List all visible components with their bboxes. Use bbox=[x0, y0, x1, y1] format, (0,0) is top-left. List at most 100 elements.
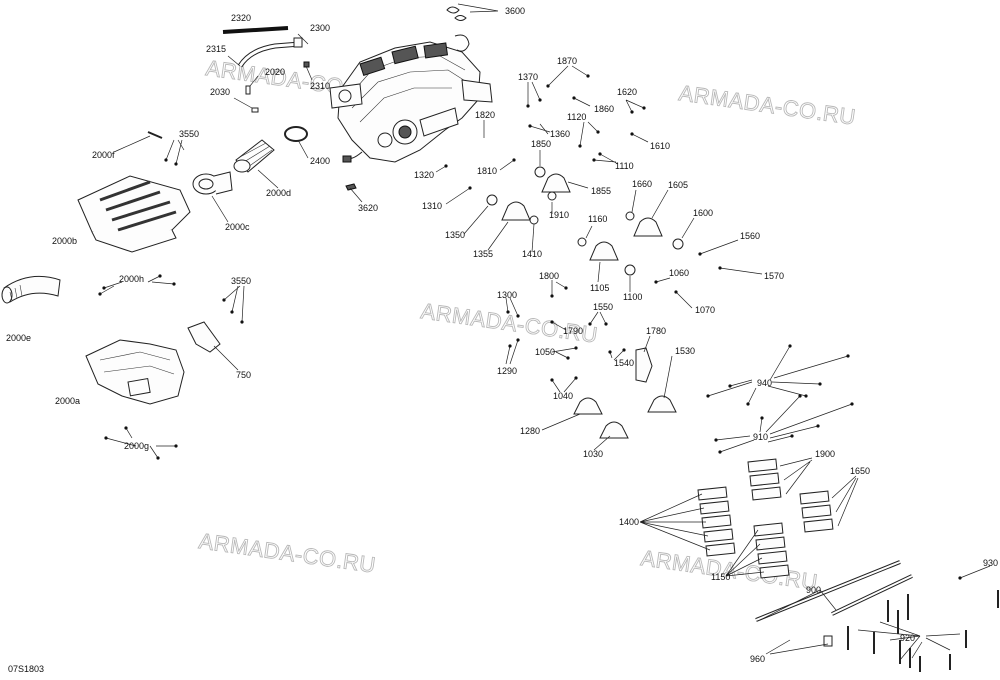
callout-1400: 1400 bbox=[619, 517, 639, 527]
part-1350-bushing bbox=[486, 194, 498, 206]
callout-1370: 1370 bbox=[518, 72, 538, 82]
callout-2030: 2030 bbox=[210, 87, 230, 97]
part-2000a-plenum bbox=[85, 339, 185, 405]
callout-2300: 2300 bbox=[310, 23, 330, 33]
part-1280-mount bbox=[573, 397, 603, 415]
part-1410-bushing bbox=[529, 215, 539, 225]
callout-1540: 1540 bbox=[614, 358, 634, 368]
part-2000c-throttle bbox=[192, 171, 233, 195]
part-1160-bushing bbox=[577, 237, 587, 247]
part-2320-strip bbox=[222, 26, 289, 34]
callout-2320: 2320 bbox=[231, 13, 251, 23]
watermark-2: ARMADA-CO.RU bbox=[677, 80, 857, 130]
part-2300-fitting bbox=[293, 37, 303, 48]
callout-1810: 1810 bbox=[477, 166, 497, 176]
part-1600-bushing bbox=[672, 238, 684, 250]
watermark-3: ARMADA-CO.RU bbox=[419, 298, 599, 348]
part-1030-mount bbox=[599, 421, 629, 439]
part-1855-mount bbox=[541, 173, 571, 193]
fastener-dots bbox=[98, 74, 962, 580]
callout-1150: 1150 bbox=[711, 572, 730, 582]
part-750-bracket bbox=[187, 321, 221, 353]
callout-960: 960 bbox=[750, 654, 765, 664]
part-1105-mount bbox=[589, 241, 619, 261]
callout-2000f: 2000f bbox=[92, 150, 115, 160]
callout-1900: 1900 bbox=[815, 449, 835, 459]
part-2000d-boot bbox=[233, 139, 275, 173]
callout-1570: 1570 bbox=[764, 271, 784, 281]
callout-2000b: 2000b bbox=[52, 236, 77, 246]
callout-2000h: 2000h bbox=[119, 274, 144, 284]
watermarks: ARMADA-CO.RU ARMADA-CO.RU ARMADA-CO.RU A… bbox=[197, 55, 858, 595]
part-2000e-elbow bbox=[1, 275, 61, 304]
callout-3620: 3620 bbox=[358, 203, 378, 213]
leader-lines bbox=[99, 3, 991, 661]
callout-1530: 1530 bbox=[675, 346, 695, 356]
callout-1360: 1360 bbox=[550, 129, 570, 139]
callout-1040: 1040 bbox=[553, 391, 573, 401]
callout-940: 940 bbox=[757, 378, 772, 388]
callout-1110: 1110 bbox=[615, 161, 634, 171]
callout-2315: 2315 bbox=[206, 44, 226, 54]
part-2400-clamp bbox=[284, 126, 308, 142]
part-1660-bushing bbox=[625, 211, 635, 221]
part-2000f bbox=[147, 131, 163, 139]
mount-parts bbox=[486, 166, 684, 439]
callout-3550-upper: 3550 bbox=[179, 129, 199, 139]
callout-1070: 1070 bbox=[695, 305, 715, 315]
callout-1030: 1030 bbox=[583, 449, 603, 459]
part-1605-mount bbox=[633, 217, 663, 237]
callout-3550-lower: 3550 bbox=[231, 276, 251, 286]
callout-1060: 1060 bbox=[669, 268, 689, 278]
part-1780-bracket bbox=[635, 347, 653, 383]
callout-1910: 1910 bbox=[549, 210, 569, 220]
parts bbox=[1, 6, 999, 672]
part-3620 bbox=[345, 183, 357, 191]
callout-1350: 1350 bbox=[445, 230, 465, 240]
callout-2000a: 2000a bbox=[55, 396, 80, 406]
callout-1870: 1870 bbox=[557, 56, 577, 66]
callout-1120: 1120 bbox=[567, 112, 586, 122]
callout-1610: 1610 bbox=[650, 141, 670, 151]
part-1100-bushing bbox=[624, 264, 636, 276]
callout-1850: 1850 bbox=[531, 139, 551, 149]
callout-1860: 1860 bbox=[594, 104, 614, 114]
drawing-reference-code: 07S1803 bbox=[8, 664, 44, 674]
callout-1660: 1660 bbox=[632, 179, 652, 189]
callout-1550: 1550 bbox=[593, 302, 613, 312]
callout-1600: 1600 bbox=[693, 208, 713, 218]
callout-1310: 1310 bbox=[422, 201, 442, 211]
callout-2310: 2310 bbox=[310, 81, 330, 91]
callout-900: 900 bbox=[806, 585, 821, 595]
callout-2000d: 2000d bbox=[266, 188, 291, 198]
callout-1105: 1105 bbox=[590, 283, 609, 293]
part-1910-bushing bbox=[547, 191, 557, 201]
part-960-clip bbox=[823, 635, 833, 647]
part-1530-mount bbox=[647, 395, 677, 413]
callout-1300: 1300 bbox=[497, 290, 517, 300]
callout-1650: 1650 bbox=[850, 466, 870, 476]
callout-2400: 2400 bbox=[310, 156, 330, 166]
callout-2020: 2020 bbox=[265, 67, 285, 77]
callout-1160: 1160 bbox=[588, 214, 607, 224]
callout-2000e: 2000e bbox=[6, 333, 31, 343]
callout-1100: 1100 bbox=[623, 292, 642, 302]
callout-1790: 1790 bbox=[563, 326, 583, 336]
callout-1820: 1820 bbox=[475, 110, 495, 120]
callout-1800: 1800 bbox=[539, 271, 559, 281]
engine-assembly bbox=[329, 34, 493, 163]
callout-3600: 3600 bbox=[505, 6, 525, 16]
callout-1620: 1620 bbox=[617, 87, 637, 97]
callout-1290: 1290 bbox=[497, 366, 517, 376]
part-1355-mount bbox=[501, 201, 531, 221]
callout-1780: 1780 bbox=[646, 326, 666, 336]
callout-1050: 1050 bbox=[535, 347, 555, 357]
part-2310 bbox=[303, 61, 310, 68]
part-2030 bbox=[251, 107, 259, 113]
callout-750: 750 bbox=[236, 370, 251, 380]
part-2020 bbox=[245, 85, 251, 95]
callout-1605: 1605 bbox=[668, 180, 688, 190]
callout-910: 910 bbox=[753, 432, 768, 442]
callout-1560: 1560 bbox=[740, 231, 760, 241]
